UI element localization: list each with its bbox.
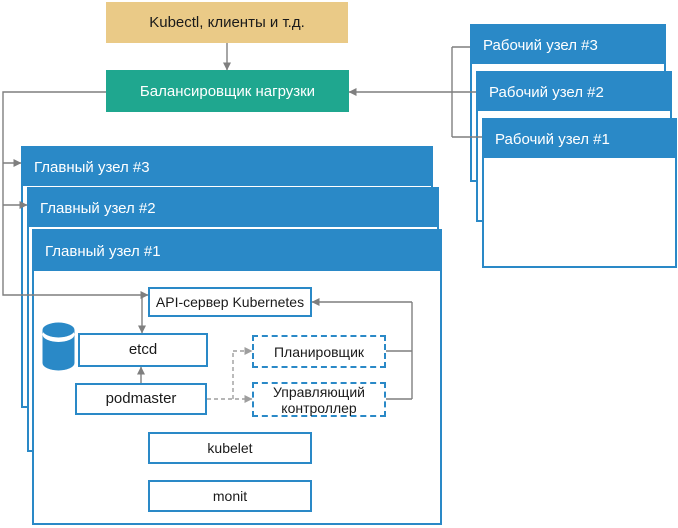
podmaster-box: podmaster <box>75 383 207 415</box>
client-box-label: Kubectl, клиенты и т.д. <box>149 14 305 31</box>
master-node-1-header: Главный узел #1 <box>34 231 440 271</box>
podmaster-label: podmaster <box>105 390 177 407</box>
master-node-1-label: Главный узел #1 <box>45 242 161 260</box>
api-server-label: API-сервер Kubernetes <box>155 294 305 310</box>
worker-node-2-header: Рабочий узел #2 <box>478 73 670 111</box>
controller-manager-label: Управляющий контроллер <box>273 383 365 416</box>
master-node-3-label: Главный узел #3 <box>34 158 150 176</box>
worker-node-1: Рабочий узел #1 <box>482 118 677 268</box>
scheduler-label: Планировщик <box>273 343 365 360</box>
client-box: Kubectl, клиенты и т.д. <box>106 2 348 43</box>
scheduler-box: Планировщик <box>252 335 386 368</box>
etcd-label: etcd <box>128 341 158 358</box>
master-node-2-header: Главный узел #2 <box>29 189 437 227</box>
master-node-2-label: Главный узел #2 <box>40 199 156 217</box>
load-balancer-label: Балансировщик нагрузки <box>139 82 316 100</box>
worker-node-1-header: Рабочий узел #1 <box>484 120 675 158</box>
database-cylinder-icon <box>42 322 75 371</box>
monit-box: monit <box>148 480 312 512</box>
controller-manager-box: Управляющий контроллер <box>252 382 386 417</box>
worker-node-2-label: Рабочий узел #2 <box>489 83 604 101</box>
monit-label: monit <box>212 488 248 504</box>
etcd-box: etcd <box>78 333 208 367</box>
master-node-3-header: Главный узел #3 <box>23 148 431 186</box>
kubelet-label: kubelet <box>207 440 253 456</box>
worker-node-3-label: Рабочий узел #3 <box>483 36 598 54</box>
api-server-box: API-сервер Kubernetes <box>148 287 312 317</box>
kubelet-box: kubelet <box>148 432 312 464</box>
worker-node-1-label: Рабочий узел #1 <box>495 130 610 148</box>
worker-node-3-header: Рабочий узел #3 <box>472 26 664 64</box>
load-balancer-box: Балансировщик нагрузки <box>106 70 349 112</box>
